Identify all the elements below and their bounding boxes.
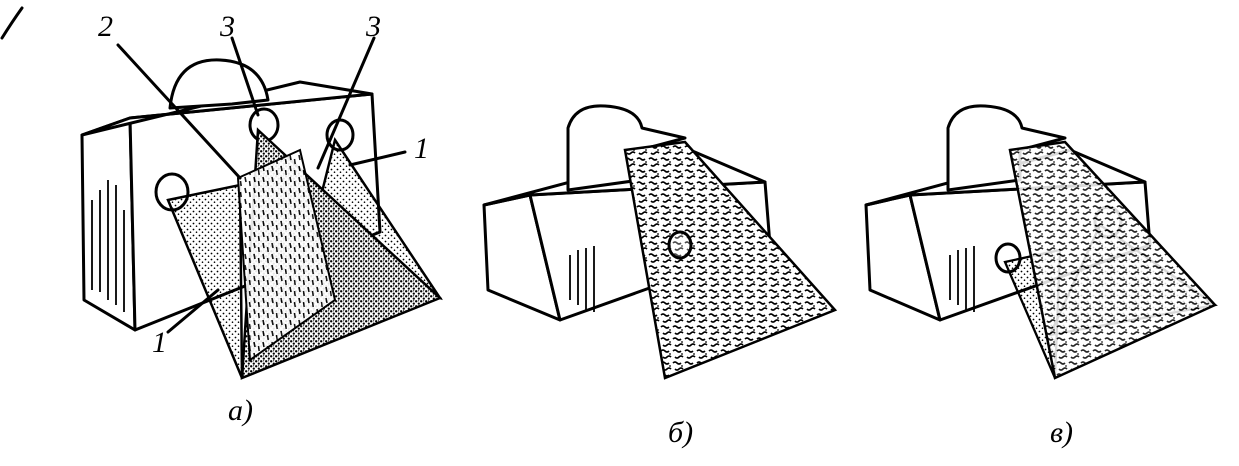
callout-3-left: 3 bbox=[219, 10, 235, 43]
stray-mark bbox=[0, 6, 24, 40]
callout-2: 2 bbox=[98, 10, 113, 43]
panel-b-caption: б) bbox=[668, 416, 693, 449]
panel-a-caption: а) bbox=[228, 394, 253, 427]
panel-b-beam bbox=[623, 140, 838, 380]
panel-a: 2 3 3 1 1 а) bbox=[80, 10, 443, 427]
panel-b-dome bbox=[566, 104, 687, 192]
panel-v-caption: в) bbox=[1050, 416, 1073, 449]
panel-a-beam-1-left bbox=[166, 183, 244, 379]
callout-3-right: 3 bbox=[365, 10, 381, 43]
panel-a-leaders bbox=[116, 36, 407, 334]
panel-a-box-shading bbox=[91, 180, 125, 312]
panel-b-lamp-hidden bbox=[667, 230, 693, 260]
panel-a-beam-2 bbox=[236, 148, 337, 362]
panel-v-beam-center bbox=[1008, 140, 1218, 380]
panel-b-box-shading bbox=[569, 246, 595, 312]
panel-v-box-shading bbox=[949, 246, 975, 312]
panel-v: в) bbox=[864, 104, 1218, 449]
panel-b: б) bbox=[482, 104, 838, 449]
callout-1-left: 1 bbox=[152, 326, 167, 359]
callout-1-right: 1 bbox=[414, 132, 429, 165]
panel-v-dome bbox=[946, 104, 1067, 192]
